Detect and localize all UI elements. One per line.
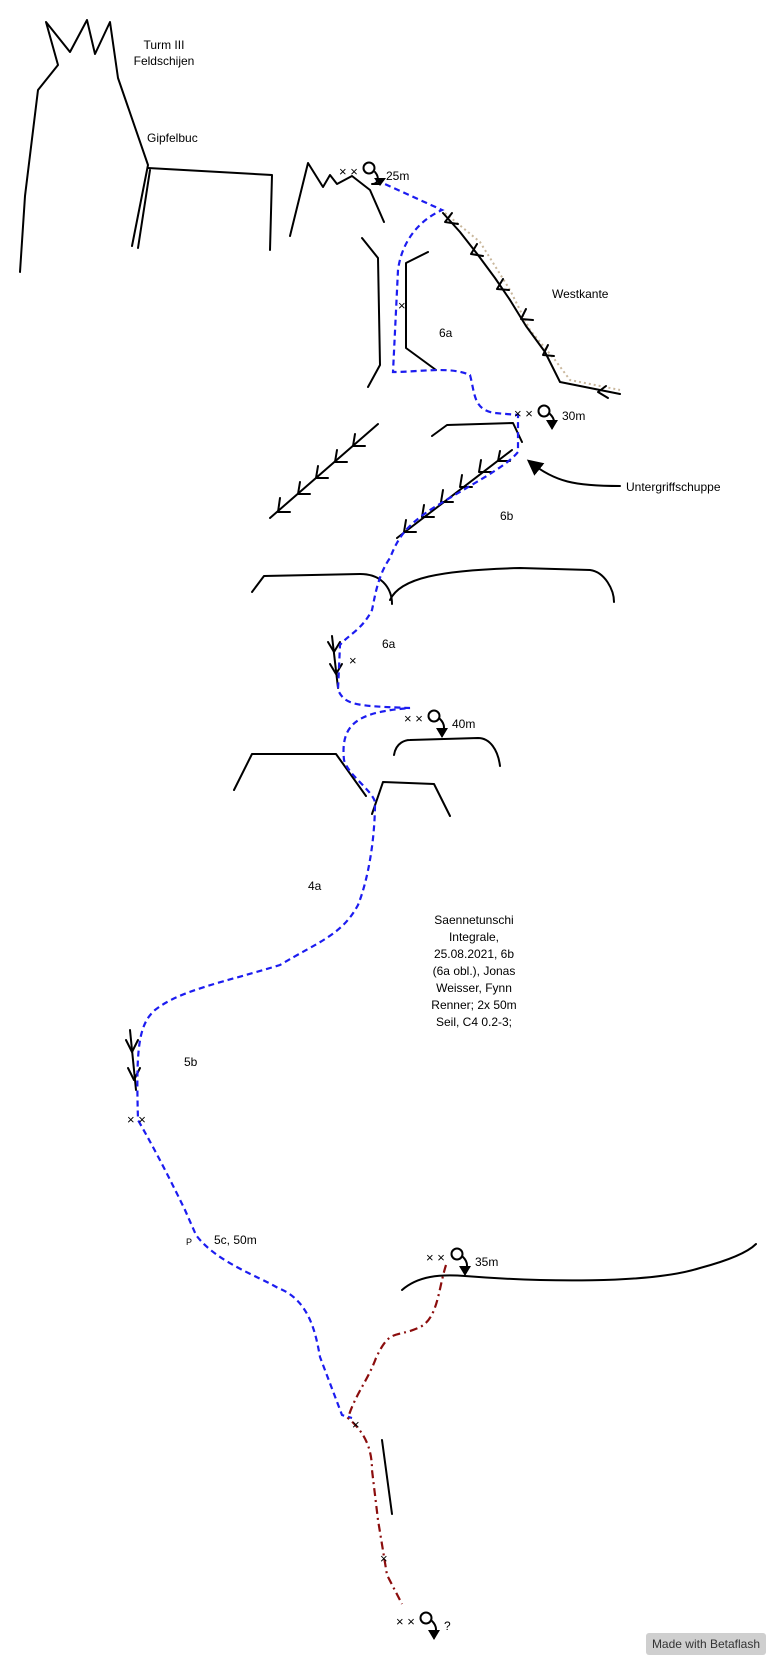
made-with-watermark[interactable]: Made with Betaflash <box>645 1633 766 1655</box>
bolt-icon: × <box>349 653 357 668</box>
untergriffschuppe-pointer <box>526 459 621 487</box>
chimney <box>361 237 437 388</box>
diagonal-flake-left <box>269 423 379 519</box>
belay-station-1: × × 25m <box>339 161 409 186</box>
bolt-pair-icon: × × <box>426 1250 445 1265</box>
grade-pitch-2: 6b <box>500 509 514 523</box>
bolt-pair-icon: × × <box>514 406 533 421</box>
roof-band <box>251 567 615 605</box>
summit-name-line2: Feldschijen <box>134 54 195 68</box>
info-line: (6a obl.), Jonas <box>433 964 516 978</box>
belay-2-ledge <box>431 422 523 443</box>
belay-4-ledge <box>401 1243 757 1291</box>
bolt-pair-icon: × × <box>339 164 358 179</box>
westkante-label: Westkante <box>552 287 609 301</box>
belay-station-3: × × 40m <box>404 709 475 738</box>
belay-4-length: 35m <box>475 1255 498 1269</box>
lower-crack <box>381 1439 393 1515</box>
summit-name-line1: Turm III <box>144 38 185 52</box>
belay-3-length: 40m <box>452 717 475 731</box>
variant-route <box>346 1264 448 1605</box>
summit-book-label: Gipfelbuc <box>147 131 198 145</box>
belay-2-length: 30m <box>562 409 585 423</box>
belay-station-2: × × 30m <box>514 404 585 430</box>
belay-3-ledges <box>233 737 501 817</box>
bolt-pair-icon: × × <box>396 1614 415 1629</box>
bolt-pair-icon: × × <box>404 711 423 726</box>
belay-1-rock <box>289 162 385 237</box>
info-line: Renner; 2x 50m <box>431 998 516 1012</box>
grade-pitch-1: 6a <box>439 326 453 340</box>
belay-5-length: ? <box>444 1619 451 1633</box>
untergriffschuppe-flake <box>396 449 513 539</box>
main-route <box>136 178 520 1420</box>
info-line: Seil, C4 0.2-3; <box>436 1015 512 1029</box>
grade-pitch-6: 5c, 50m <box>214 1233 257 1247</box>
bolt-icon: × <box>380 1551 388 1566</box>
piton-mark: P <box>186 1237 192 1247</box>
info-line: 25.08.2021, 6b <box>434 947 514 961</box>
summit-tower <box>19 19 273 273</box>
belay-1-length: 25m <box>386 169 409 183</box>
bolt-pair-icon: × × <box>127 1112 146 1127</box>
bolt-icon: × <box>398 298 406 313</box>
bolt-icon: × <box>352 1417 360 1432</box>
grade-pitch-3: 6a <box>382 637 396 651</box>
grade-pitch-4: 4a <box>308 879 322 893</box>
info-line: Weisser, Fynn <box>436 981 512 995</box>
route-info: Saennetunschi Integrale, 25.08.2021, 6b … <box>431 913 516 1029</box>
grade-pitch-5: 5b <box>184 1055 198 1069</box>
untergriffschuppe-label: Untergriffschuppe <box>626 480 721 494</box>
info-line: Integrale, <box>449 930 499 944</box>
belay-station-5: × × ? <box>396 1611 451 1640</box>
info-line: Saennetunschi <box>434 913 513 927</box>
westkante-arete <box>442 212 621 399</box>
belay-station-4: × × 35m <box>426 1247 498 1276</box>
